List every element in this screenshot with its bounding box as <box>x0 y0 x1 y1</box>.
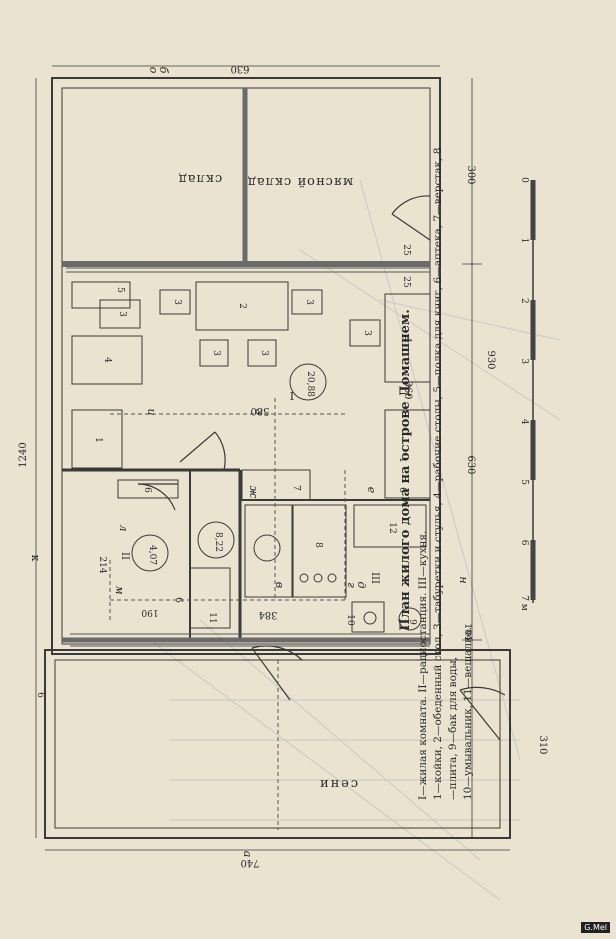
dim-inner-580: 580 <box>250 405 269 416</box>
furniture-3c: 3 <box>304 299 314 305</box>
dim-inner-214: 214 <box>97 556 107 573</box>
furniture-6b: 6 <box>397 487 407 493</box>
wall-hatching <box>66 267 430 647</box>
furniture-11: 11 <box>207 612 217 623</box>
room-meat-store: мясной склад <box>247 174 353 189</box>
letter-a: а <box>241 851 254 858</box>
watermark: G.Mel <box>581 922 610 933</box>
letter-m: м <box>113 585 126 594</box>
dim-right-300: 300 <box>465 165 476 184</box>
furniture-5a: 5 <box>115 287 125 293</box>
dim-bottom-width: 740 <box>240 857 259 868</box>
furniture-25: 25 <box>401 276 411 288</box>
scale-tick-label: 1 <box>519 238 529 244</box>
letter-e: е <box>365 487 378 494</box>
area-2: 4,07 <box>147 545 157 565</box>
scale-tick-label: 4 <box>519 419 529 425</box>
letter-k: к <box>29 555 42 562</box>
furniture-3a: 3 <box>117 311 127 317</box>
letter-g: г <box>345 582 358 588</box>
furniture-3e: 3 <box>259 350 269 356</box>
furniture-12: 12 <box>387 522 397 533</box>
scale-tick-label: 6 <box>519 540 529 546</box>
dim-inner-384: 384 <box>258 609 277 620</box>
letter-i: и <box>145 408 158 415</box>
dim-right-930: 930 <box>485 350 496 369</box>
letter-d: д <box>355 582 368 589</box>
furniture-4b: 4 <box>402 337 412 343</box>
scale-tick-label: 3 <box>519 358 529 364</box>
furniture-3b: 3 <box>172 299 182 305</box>
furniture-1b: 1 <box>397 457 407 463</box>
scale-tick-label: 5 <box>519 479 529 485</box>
letter-zh: ж <box>247 486 260 499</box>
room-I: I <box>290 389 294 402</box>
letter-o: о <box>147 67 160 74</box>
room-II: II <box>119 552 130 560</box>
letter-b: б <box>157 67 170 74</box>
furniture-4a: 4 <box>102 357 112 363</box>
caption-line1: I—жилая комната. II—радиостанция. III—ку… <box>417 530 429 800</box>
furniture-7: 7 <box>291 485 301 491</box>
furniture-3d: 3 <box>211 350 221 356</box>
furniture-9: 9 <box>407 619 417 625</box>
caption-line3: 10—умывальник, 11—вешалка. <box>462 626 474 800</box>
area-1: 20,88 <box>305 371 315 397</box>
dim-right-310: 310 <box>537 735 548 754</box>
furniture-3f: 3 <box>362 330 372 336</box>
room-seni: сени <box>318 776 358 791</box>
furniture-6c: 6 <box>173 597 183 603</box>
dim-small-6: 6 <box>35 692 45 698</box>
dim-right-630: 630 <box>465 455 476 474</box>
furniture-8a: 8 <box>313 542 323 548</box>
room-store: склад <box>178 171 222 186</box>
letter-v: в <box>273 582 286 588</box>
scale-tick-label: 2 <box>519 298 529 304</box>
furniture-2: 2 <box>237 303 247 309</box>
dim-top-width: 630 <box>230 63 249 74</box>
doors <box>137 195 506 741</box>
dimension-axes <box>109 398 346 830</box>
furniture-1a: 1 <box>93 437 103 443</box>
furniture <box>71 281 431 633</box>
letter-l: л <box>117 524 130 531</box>
area-3: 8,22 <box>213 532 223 552</box>
dim-inner-360: 360 <box>402 380 413 399</box>
rotated-labels: 630 740 1240 300 930 630 104 310 580 360… <box>18 63 548 868</box>
caption-title: План жилого дома на острове Домашнем. <box>398 309 413 631</box>
furniture-6a: 6 <box>142 487 152 493</box>
dim-right-104: 104 <box>462 623 472 640</box>
scale-tick-label: 7 м <box>519 595 529 611</box>
scale-ticks: 7 м 6 5 4 3 2 1 0 <box>519 177 529 611</box>
furniture-10: 10 <box>345 614 355 626</box>
outer-dimension-lines <box>35 65 510 851</box>
scale-tick-label: 0 <box>519 177 529 183</box>
letter-n: н <box>457 576 470 583</box>
dim-total-length: 1240 <box>18 442 29 467</box>
room-III: III <box>369 572 380 584</box>
caption-line2: 1—койки, 2—обеденный стол, 3—табуретки и… <box>432 147 459 800</box>
dim-inner-190: 190 <box>141 607 158 617</box>
dim-small-25: 25 <box>401 244 411 256</box>
letter-z: з <box>253 409 266 415</box>
background-sketch <box>149 179 561 901</box>
